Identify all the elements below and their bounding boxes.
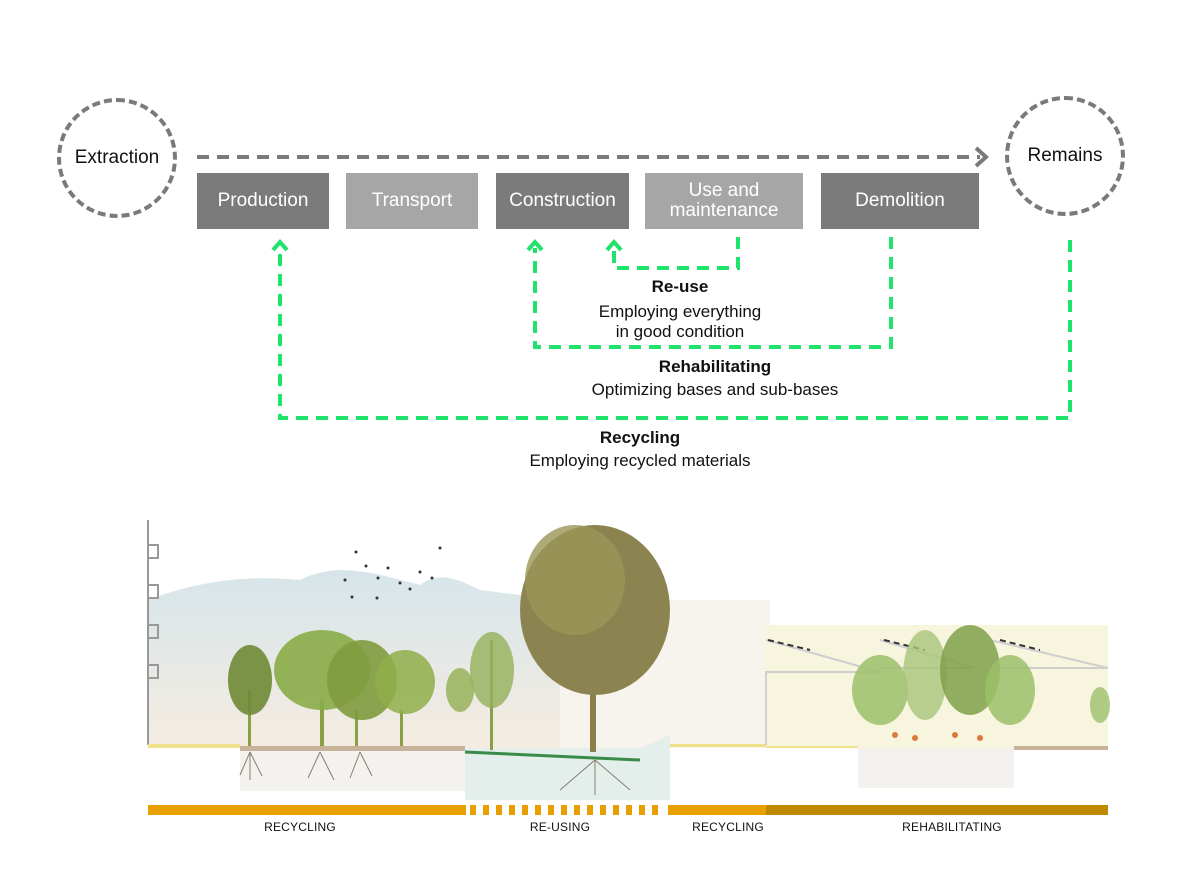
stage-use-maintenance: Use and maintenance (645, 173, 803, 229)
reuse-loop-line (612, 237, 740, 270)
stage-demolition: Demolition (821, 173, 979, 229)
rehabilitating-arrowhead (526, 238, 544, 252)
extraction-label: Extraction (74, 147, 160, 168)
basin-liner (464, 750, 641, 762)
recycling-desc: Employing recycled materials (529, 451, 751, 470)
rehabilitating-desc: Optimizing bases and sub-bases (591, 380, 839, 399)
trees-left (228, 630, 474, 746)
main-flow-arrowhead (974, 146, 989, 168)
reuse-title: Re-use (651, 277, 709, 296)
ground-soil-strip (240, 746, 465, 751)
remains-node: Remains (1005, 96, 1125, 216)
reuse-arrowhead (605, 238, 623, 252)
stage-construction-label: Construction (509, 190, 616, 211)
stage-use-label-line2: maintenance (669, 200, 779, 221)
ground-path-yellow-3 (766, 746, 858, 748)
bar-label-recycling-2: RECYCLING (692, 820, 764, 834)
bar-label-reusing: RE-USING (529, 820, 591, 834)
extraction-node: Extraction (57, 98, 177, 218)
ground-path-yellow (148, 744, 240, 748)
birds (343, 546, 442, 600)
stage-construction: Construction (496, 173, 629, 229)
bar-segment-reusing (470, 805, 658, 815)
greenhouse-soil-strip (1014, 746, 1108, 750)
reuse-desc-line2: in good condition (615, 322, 745, 341)
rehabilitating-loop-line (533, 237, 893, 349)
greenhouse-plants (852, 625, 1110, 741)
recycling-title: Recycling (599, 428, 681, 447)
reuse-desc-line1: Employing everything (598, 302, 762, 321)
building-facade (147, 520, 159, 745)
stage-production-label: Production (217, 190, 309, 211)
bar-label-recycling-1: RECYCLING (264, 820, 336, 834)
ground-path-yellow-2 (670, 744, 766, 747)
rehabilitating-caption: Rehabilitating Optimizing bases and sub-… (540, 357, 890, 400)
stage-demolition-label: Demolition (855, 190, 945, 211)
stage-use-label-line1: Use and (688, 180, 760, 201)
recycling-loop-line (278, 240, 1072, 420)
bar-segment-rehabilitating (766, 805, 1108, 815)
tree-roots (239, 751, 631, 795)
bar-segment-recycling-1 (148, 805, 466, 815)
bar-segment-recycling-2 (668, 805, 766, 815)
stage-transport: Transport (346, 173, 478, 229)
stage-production: Production (197, 173, 329, 229)
rehabilitating-title: Rehabilitating (658, 357, 772, 376)
recycling-caption: Recycling Employing recycled materials (480, 428, 800, 471)
reuse-caption: Re-use Employing everything in good cond… (560, 277, 800, 342)
bar-label-rehabilitating: REHABILITATING (902, 820, 1002, 834)
greenhouse-subsoil (858, 748, 1014, 788)
recycling-arrowhead (271, 238, 289, 252)
stage-transport-label: Transport (371, 190, 453, 211)
large-tree (470, 525, 670, 752)
remains-label: Remains (1027, 145, 1103, 166)
reuse-basin (465, 735, 670, 800)
